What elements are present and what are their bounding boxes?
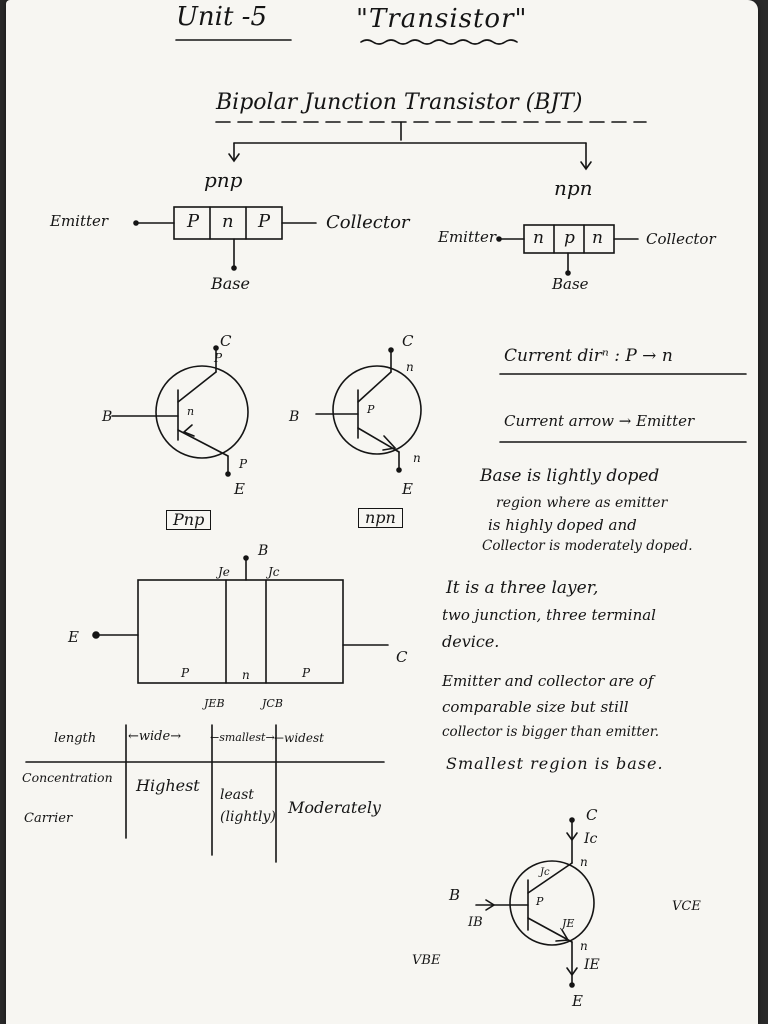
note-doping-line-1: Base is lightly doped xyxy=(480,466,660,486)
npn-cell-2: p xyxy=(564,228,575,248)
circuit-vbe: VBE xyxy=(412,953,441,968)
circuit-ib: IB xyxy=(468,915,483,930)
circuit-vce: VCE xyxy=(672,899,701,914)
pnp-symbol-mid-mark: n xyxy=(187,405,195,418)
pnp-symbol-caption: Pnp xyxy=(166,510,212,530)
structure-jcb: JCB xyxy=(262,697,283,710)
note-layers-line-1: It is a three layer, xyxy=(446,578,599,598)
structure-je: Je xyxy=(218,565,230,579)
circuit-je: JE xyxy=(562,917,575,930)
note-size-line-1: Emitter and collector are of xyxy=(442,672,654,690)
pnp-symbol-c: C xyxy=(220,332,232,350)
table-length-emitter: ←wide→ xyxy=(128,729,182,744)
note-current-direction: Current dirⁿ : P → n xyxy=(504,346,673,366)
pnp-label: pnp xyxy=(204,168,243,192)
npn-symbol-b: B xyxy=(289,409,300,425)
pnp-collector-label: Collector xyxy=(326,212,410,233)
note-layers-line-3: device. xyxy=(442,632,500,651)
table-base-concentration: least (lightly) xyxy=(220,787,276,826)
npn-cell-1: n xyxy=(533,228,544,248)
table-emitter-concentration: Highest xyxy=(136,776,200,795)
structure-region-1: P xyxy=(181,666,190,680)
structure-e: E xyxy=(68,628,79,646)
table-concentration-label: Concentration xyxy=(22,770,113,785)
circuit-jc: Jc xyxy=(540,867,550,878)
pnp-cell-1: P xyxy=(187,211,200,232)
npn-symbol-e: E xyxy=(402,480,413,498)
topic-heading: "Transistor" xyxy=(356,4,528,34)
structure-region-3: P xyxy=(302,666,311,680)
npn-symbol-c: C xyxy=(402,332,414,350)
npn-symbol-top-mark: n xyxy=(406,360,414,374)
notebook-page: Unit -5 "Transistor" xyxy=(6,0,758,1024)
circuit-bot-mark: n xyxy=(580,939,588,953)
note-doping-line-4: Collector is moderately doped. xyxy=(482,538,693,554)
pnp-symbol-e: E xyxy=(234,480,245,498)
structure-b: B xyxy=(258,543,269,559)
table-length-collector: ←widest xyxy=(274,731,324,745)
pnp-symbol-top-mark: P xyxy=(214,351,223,365)
note-size-line-3: collector is bigger than emitter. xyxy=(442,724,660,740)
npn-symbol-mid-mark: P xyxy=(367,403,375,416)
note-layers-line-2: two junction, three terminal xyxy=(442,606,656,624)
pnp-cell-3: P xyxy=(258,211,271,232)
pnp-emitter-label: Emitter xyxy=(50,212,109,230)
note-size-line-2: comparable size but still xyxy=(442,698,629,716)
structure-jc: Jc xyxy=(268,565,280,579)
circuit-c: C xyxy=(586,806,598,824)
pnp-symbol-b: B xyxy=(102,409,113,425)
npn-symbol-bot-mark: n xyxy=(413,451,421,465)
circuit-e: E xyxy=(572,992,583,1010)
circuit-mid-mark: P xyxy=(536,895,544,908)
structure-c: C xyxy=(396,648,408,666)
npn-symbol-caption: npn xyxy=(358,508,403,528)
structure-jeb: JEB xyxy=(204,697,225,710)
pnp-base-label: Base xyxy=(211,274,250,293)
pnp-cell-2: n xyxy=(222,211,234,232)
note-doping-line-2: region where as emitter xyxy=(496,495,668,511)
structure-region-2: n xyxy=(242,668,250,682)
npn-emitter-label: Emitter xyxy=(438,228,497,246)
circuit-ie: IE xyxy=(584,957,600,973)
npn-collector-label: Collector xyxy=(646,230,716,248)
table-length-label: length xyxy=(54,731,97,746)
table-collector-concentration: Moderately xyxy=(288,798,381,817)
ink-drawings xyxy=(25,39,747,988)
note-current-arrow: Current arrow → Emitter xyxy=(504,412,695,430)
npn-base-label: Base xyxy=(552,275,589,293)
table-carrier-label: Carrier xyxy=(24,811,73,826)
table-length-base: ←smallest→ xyxy=(210,731,275,744)
note-doping-line-3: is highly doped and xyxy=(488,516,637,534)
npn-cell-3: n xyxy=(592,228,603,248)
npn-label: npn xyxy=(554,176,593,200)
unit-heading: Unit -5 xyxy=(176,2,268,32)
circuit-ic: Ic xyxy=(584,831,598,847)
circuit-top-mark: n xyxy=(580,855,588,869)
note-size-line-4: Smallest region is base. xyxy=(446,754,664,773)
bjt-title: Bipolar Junction Transistor (BJT) xyxy=(216,90,583,115)
circuit-b: B xyxy=(449,886,461,904)
pnp-symbol-bot-mark: P xyxy=(239,457,248,471)
